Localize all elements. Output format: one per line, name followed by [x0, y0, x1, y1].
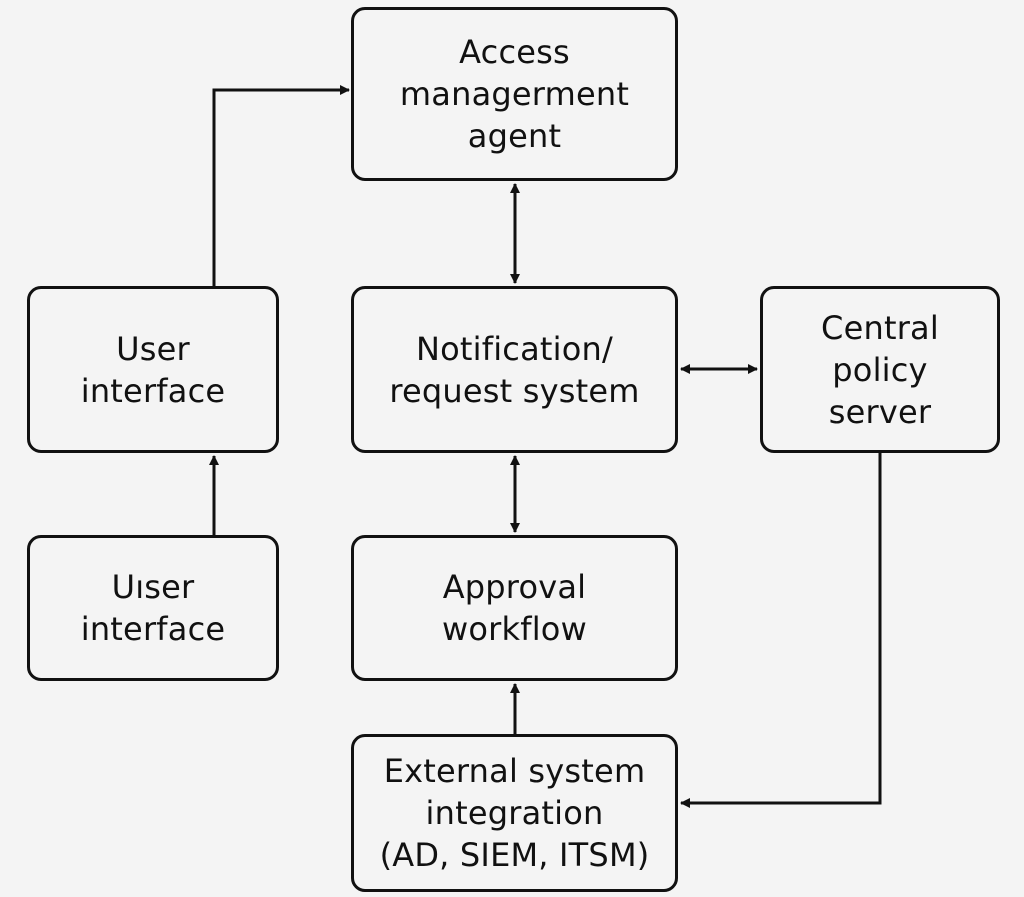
node-label: External system integration (AD, SIEM, I… [379, 752, 650, 874]
node-label: Uıser interface [80, 568, 226, 648]
node-label: Notification/ request system [389, 329, 640, 410]
node-label: Approval workflow [442, 568, 587, 648]
node-approval-workflow: Approval workflow [351, 535, 678, 681]
node-label: Central policy server [821, 308, 939, 431]
node-notification-request-system: Notification/ request system [351, 286, 678, 453]
node-central-policy-server: Central policy server [760, 286, 1000, 453]
node-access-management-agent: Access managerment agent [351, 7, 678, 181]
node-label: Access managerment agent [399, 33, 630, 155]
edge-ui-to-access-agent [212, 85, 350, 286]
node-user-interface-top: User interface [27, 286, 279, 453]
edge-central-policy-to-external [680, 453, 882, 808]
node-user-interface-bottom: Uıser interface [27, 535, 279, 681]
node-external-system-integration: External system integration (AD, SIEM, I… [351, 734, 678, 892]
node-label: User interface [80, 329, 226, 410]
